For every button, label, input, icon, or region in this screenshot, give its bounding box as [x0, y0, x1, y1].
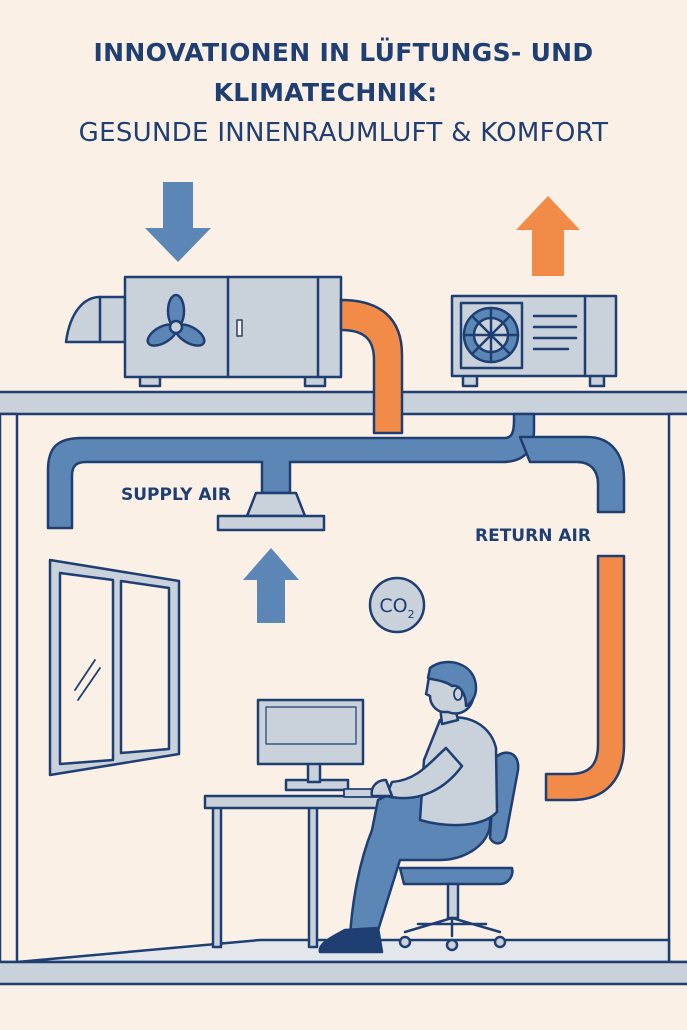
exhaust-arrow-icon	[516, 196, 580, 276]
supply-up-arrow-icon	[243, 548, 299, 623]
floor-slab	[0, 960, 687, 986]
monitor	[256, 698, 365, 792]
orange-return-duct	[544, 554, 626, 802]
blue-return-duct	[518, 435, 626, 514]
condenser-fan-icon	[462, 306, 520, 364]
left-wall	[0, 412, 19, 964]
title-line-1: INNOVATIONEN IN LÜFTUNGS- UND	[93, 38, 594, 67]
right-wall	[667, 412, 687, 964]
ceiling-beam	[0, 390, 687, 416]
fan-icon	[146, 293, 206, 347]
title-line-3: GESUNDE INNENRAUMLUFT & KOMFORT	[78, 118, 609, 148]
co2-label: CO2	[379, 595, 414, 621]
return-air-label: RETURN AIR	[475, 526, 591, 546]
window	[48, 558, 181, 777]
co2-label-sub: 2	[408, 608, 415, 621]
air-handling-unit	[123, 275, 343, 388]
intake-hood	[64, 295, 127, 344]
blue-supply-duct	[46, 412, 536, 530]
supply-diffuser	[216, 491, 326, 532]
orange-supply-duct	[339, 298, 404, 435]
condenser-unit	[450, 294, 618, 388]
co2-badge	[368, 576, 426, 634]
supply-air-label: SUPPLY AIR	[121, 485, 231, 505]
title-line-2: KLIMATECHNIK:	[213, 78, 438, 107]
intake-arrow-icon	[145, 182, 211, 262]
co2-label-main: CO	[379, 595, 407, 617]
person	[318, 660, 499, 954]
